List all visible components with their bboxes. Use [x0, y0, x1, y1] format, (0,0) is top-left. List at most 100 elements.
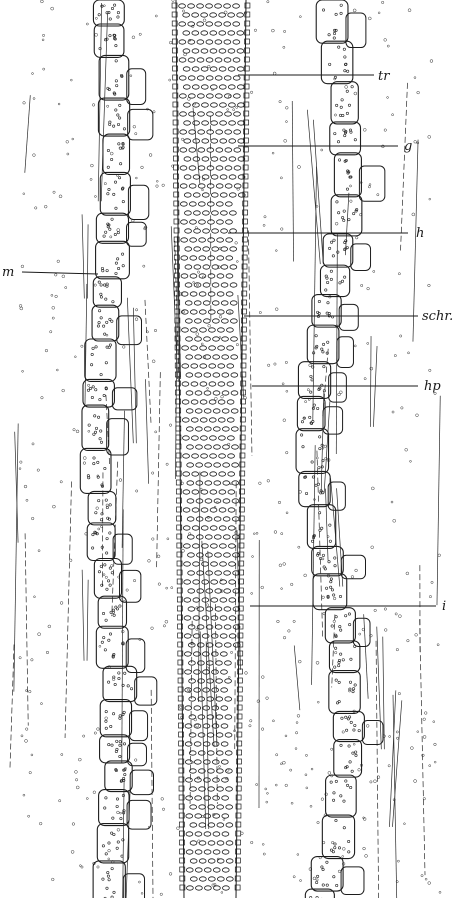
stipple-dot: [290, 583, 293, 586]
cell-grain: [118, 177, 120, 179]
pit: [210, 526, 217, 530]
pit: [224, 94, 231, 98]
pit: [224, 607, 231, 611]
pit: [186, 427, 193, 431]
stipple-dot: [429, 595, 431, 597]
pit: [183, 436, 190, 440]
pit: [190, 859, 197, 863]
stipple-dot: [156, 180, 158, 182]
stipple-dot: [271, 29, 274, 32]
pit: [226, 292, 233, 296]
cell-grain: [322, 868, 324, 870]
stipple-dot: [42, 34, 44, 36]
stipple-dot: [29, 771, 31, 773]
stipple-dot: [358, 769, 361, 772]
pit: [229, 616, 236, 620]
pit: [205, 463, 212, 467]
pit: [211, 616, 218, 620]
pit: [195, 832, 202, 836]
pit: [179, 76, 186, 80]
pit: [179, 94, 186, 98]
pit: [199, 256, 206, 260]
stipple-dot: [391, 501, 393, 503]
pit: [222, 373, 229, 377]
cell-grain: [91, 396, 93, 398]
pit: [191, 364, 198, 368]
parenchyma-cell: [297, 396, 325, 430]
cell-grain: [346, 188, 348, 190]
stipple-dot: [97, 728, 100, 731]
stipple-dot: [261, 586, 264, 589]
cell-grain: [316, 875, 318, 877]
stipple-dot: [275, 308, 278, 311]
stipple-dot: [334, 114, 336, 116]
pit: [207, 661, 214, 665]
stipple-dot: [416, 414, 419, 417]
pit: [214, 499, 221, 503]
pit: [216, 679, 223, 683]
pit: [193, 652, 200, 656]
stipple-dot: [227, 109, 229, 111]
stipple-dot: [138, 881, 140, 883]
stipple-dot: [218, 765, 220, 767]
stipple-dot: [429, 198, 431, 200]
stipple-dot: [267, 1, 269, 3]
stipple-dot: [263, 853, 265, 855]
cell-grain: [318, 300, 320, 302]
pit: [216, 148, 223, 152]
stipple-dot: [93, 791, 96, 794]
pit: [230, 283, 237, 287]
pit: [195, 850, 202, 854]
pit: [202, 211, 209, 215]
pit: [222, 796, 229, 800]
pit: [179, 40, 186, 44]
pit: [218, 418, 225, 422]
cell-grain: [338, 681, 340, 683]
cell-grain: [352, 690, 354, 692]
pit: [215, 4, 222, 8]
cell-grain: [339, 653, 341, 655]
cell-grain: [92, 347, 94, 349]
cell-grain: [118, 143, 120, 145]
pit: [222, 868, 229, 872]
pit: [195, 391, 202, 395]
pit: [234, 148, 241, 152]
pit: [195, 796, 202, 800]
cell-grain: [354, 724, 356, 726]
stipple-dot: [106, 334, 108, 336]
pit: [213, 778, 220, 782]
pit: [237, 49, 244, 53]
cell-grain: [322, 554, 324, 556]
cell-grain: [119, 741, 121, 743]
parenchyma-cell: [100, 172, 130, 215]
pit: [216, 697, 223, 701]
parenchyma-cell: [105, 761, 132, 792]
cell-grain: [124, 773, 126, 775]
stipple-dot: [392, 411, 394, 413]
cell-grain: [354, 139, 356, 141]
pit: [206, 589, 213, 593]
parenchyma-cell: [107, 419, 129, 455]
parenchyma-cell: [359, 166, 384, 201]
pit: [222, 409, 229, 413]
pit: [195, 373, 202, 377]
cell-grain: [337, 212, 339, 214]
pit: [225, 697, 232, 701]
pit: [232, 463, 239, 467]
stipple-dot: [37, 469, 39, 471]
pit: [229, 175, 236, 179]
pit: [224, 625, 231, 629]
stipple-dot: [350, 200, 352, 202]
pit: [197, 625, 204, 629]
parenchyma-cell: [128, 109, 153, 139]
cell-grain: [116, 798, 118, 800]
cell-grain: [115, 262, 117, 264]
stipple-dot: [25, 739, 28, 742]
fibre-stroke: [25, 95, 30, 173]
pit: [209, 364, 216, 368]
pit: [225, 112, 232, 116]
stipple-dot: [60, 481, 62, 483]
pit: [232, 445, 239, 449]
pit: [228, 454, 235, 458]
